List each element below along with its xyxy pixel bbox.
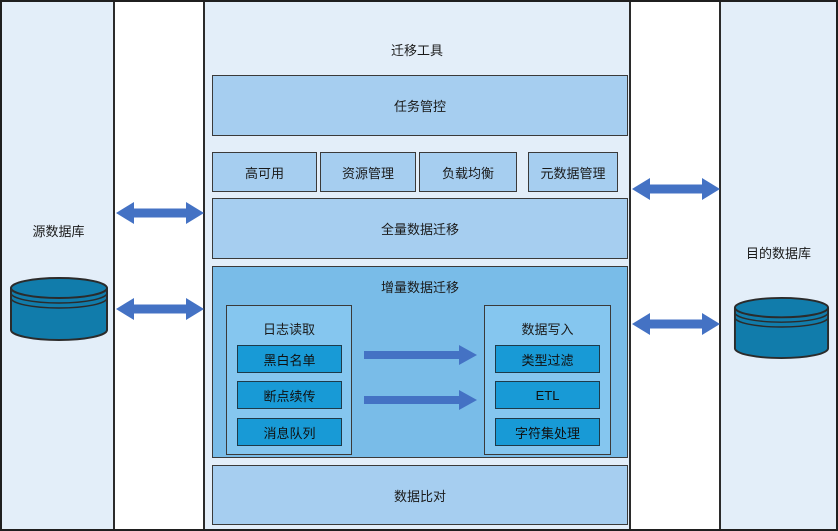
item-blacklist-whitelist: 黑白名单: [237, 345, 342, 373]
item-resume-transfer: 断点续传: [237, 381, 342, 409]
bidirectional-arrow-right-bottom-icon: [632, 313, 720, 335]
data-write-title: 数据写入: [521, 322, 574, 337]
bidirectional-arrow-right-top-icon: [632, 178, 720, 200]
source-database-cylinder-icon: [10, 277, 108, 341]
task-control-box: 任务管控: [212, 75, 628, 136]
box-high-availability: 高可用: [212, 152, 317, 192]
incremental-migration-title: 增量数据迁移: [380, 280, 459, 295]
box-load-balancing: 负载均衡: [419, 152, 517, 192]
item-message-queue: 消息队列: [237, 418, 342, 446]
incremental-migration-container: 增量数据迁移 日志读取 黑白名单 断点续传 消息队列 数据写入 类型过滤 ETL…: [212, 266, 628, 458]
log-read-title: 日志读取: [262, 322, 315, 337]
bidirectional-arrow-left-top-icon: [116, 202, 204, 224]
flow-arrow-top-icon: [364, 345, 477, 365]
log-read-group: 日志读取 黑白名单 断点续传 消息队列: [226, 305, 352, 455]
migration-tool-title: 迁移工具: [390, 43, 443, 58]
target-db-panel: [719, 2, 836, 529]
item-type-filter: 类型过滤: [495, 345, 600, 373]
target-database-cylinder-icon: [733, 296, 830, 360]
box-metadata-management: 元数据管理: [528, 152, 618, 192]
data-compare-box: 数据比对: [212, 465, 628, 525]
data-write-group: 数据写入 类型过滤 ETL 字符集处理: [484, 305, 611, 455]
bidirectional-arrow-left-bottom-icon: [116, 298, 204, 320]
flow-arrow-bottom-icon: [364, 390, 477, 410]
source-db-panel: [2, 2, 115, 529]
full-migration-box: 全量数据迁移: [212, 198, 628, 259]
item-charset-processing: 字符集处理: [495, 418, 600, 446]
item-etl: ETL: [495, 381, 600, 409]
target-db-label: 目的数据库: [745, 246, 811, 261]
box-resource-management: 资源管理: [320, 152, 416, 192]
source-db-label: 源数据库: [32, 224, 85, 239]
